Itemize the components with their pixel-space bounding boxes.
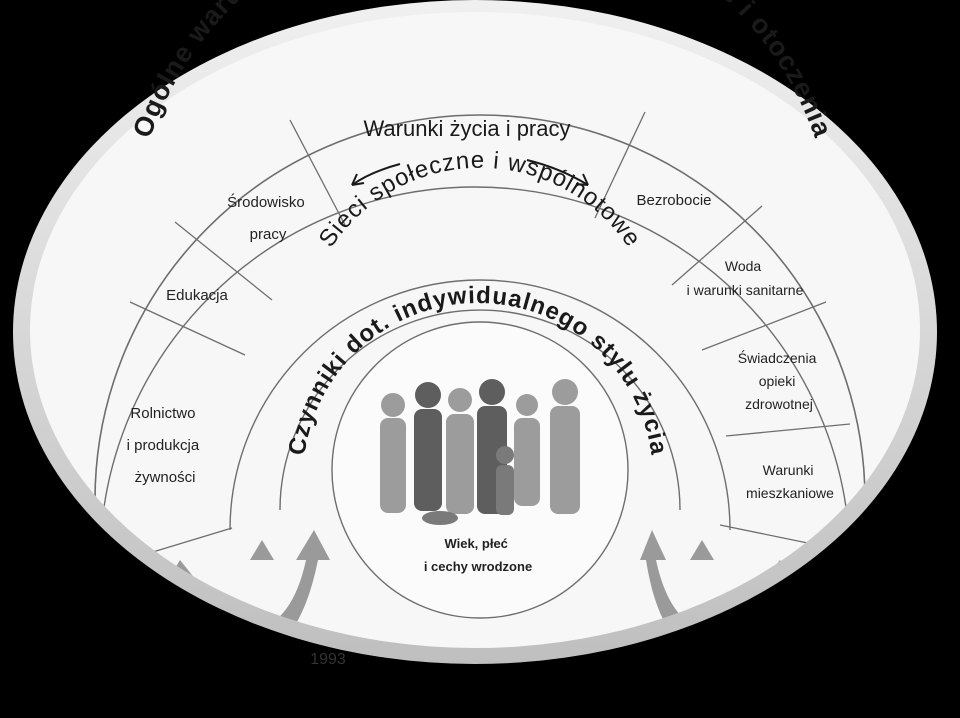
divider [289, 119, 346, 226]
outer-ring-arc [94, 114, 866, 560]
divider [725, 423, 851, 437]
segment-health-care: Świadczenia opieki zdrowotnej [738, 349, 821, 412]
divider [174, 221, 273, 301]
segment-ring-outer-arc [99, 186, 851, 563]
core-label: Wiek, płeć i cechy wrodzone [424, 536, 532, 574]
people-group-illustration [380, 379, 580, 525]
divider [671, 205, 763, 286]
divider [594, 111, 646, 219]
segment-agriculture: Rolnictwo i produkcja żywności [127, 405, 204, 486]
segment-work-environment: Środowisko pracy [227, 193, 309, 243]
divider [129, 301, 246, 356]
segment-ring-inner-arc [229, 279, 731, 531]
right-curved-arrow [526, 159, 589, 186]
living-working-conditions-label: Warunki życia i pracy [363, 116, 570, 141]
segment-housing: Warunki mieszkaniowe [746, 462, 834, 501]
left-curved-arrow [351, 163, 401, 186]
lifestyle-ring-arc [279, 309, 681, 511]
segment-water-sanitation: Woda i warunki sanitarne [687, 258, 804, 298]
segment-unemployment: Bezrobocie [636, 192, 711, 209]
divider [701, 301, 827, 351]
segment-education: Edukacja [166, 287, 228, 304]
source-year-fragment: 1993 [310, 651, 346, 668]
